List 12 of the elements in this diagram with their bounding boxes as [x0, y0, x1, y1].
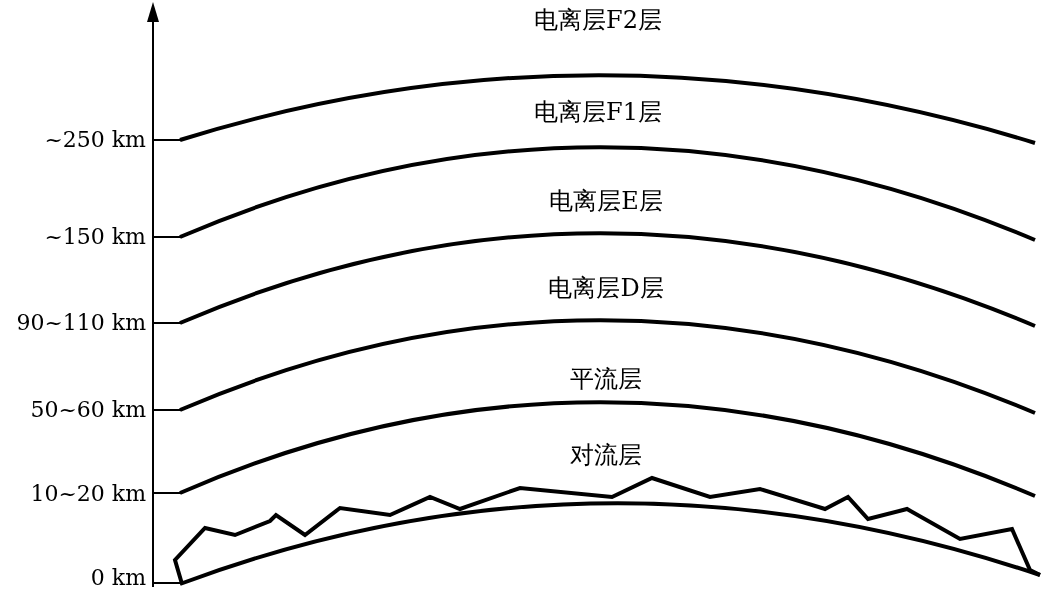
altitude-label: ~150 km — [44, 223, 146, 251]
altitude-label: 10~20 km — [30, 480, 146, 508]
altitude-label: ~250 km — [44, 126, 146, 154]
layer-name: 对流层 — [570, 440, 642, 470]
layer-name: 电离层D层 — [548, 273, 664, 303]
layer-name: 电离层F1层 — [534, 97, 662, 127]
layer-name: 平流层 — [570, 364, 642, 394]
altitude-label: 50~60 km — [30, 396, 146, 424]
altitude-label: 90~110 km — [16, 309, 146, 337]
altitude-label: 0 km — [90, 564, 146, 589]
layer-name: 电离层F2层 — [534, 5, 662, 35]
layer-name: 电离层E层 — [549, 186, 663, 216]
